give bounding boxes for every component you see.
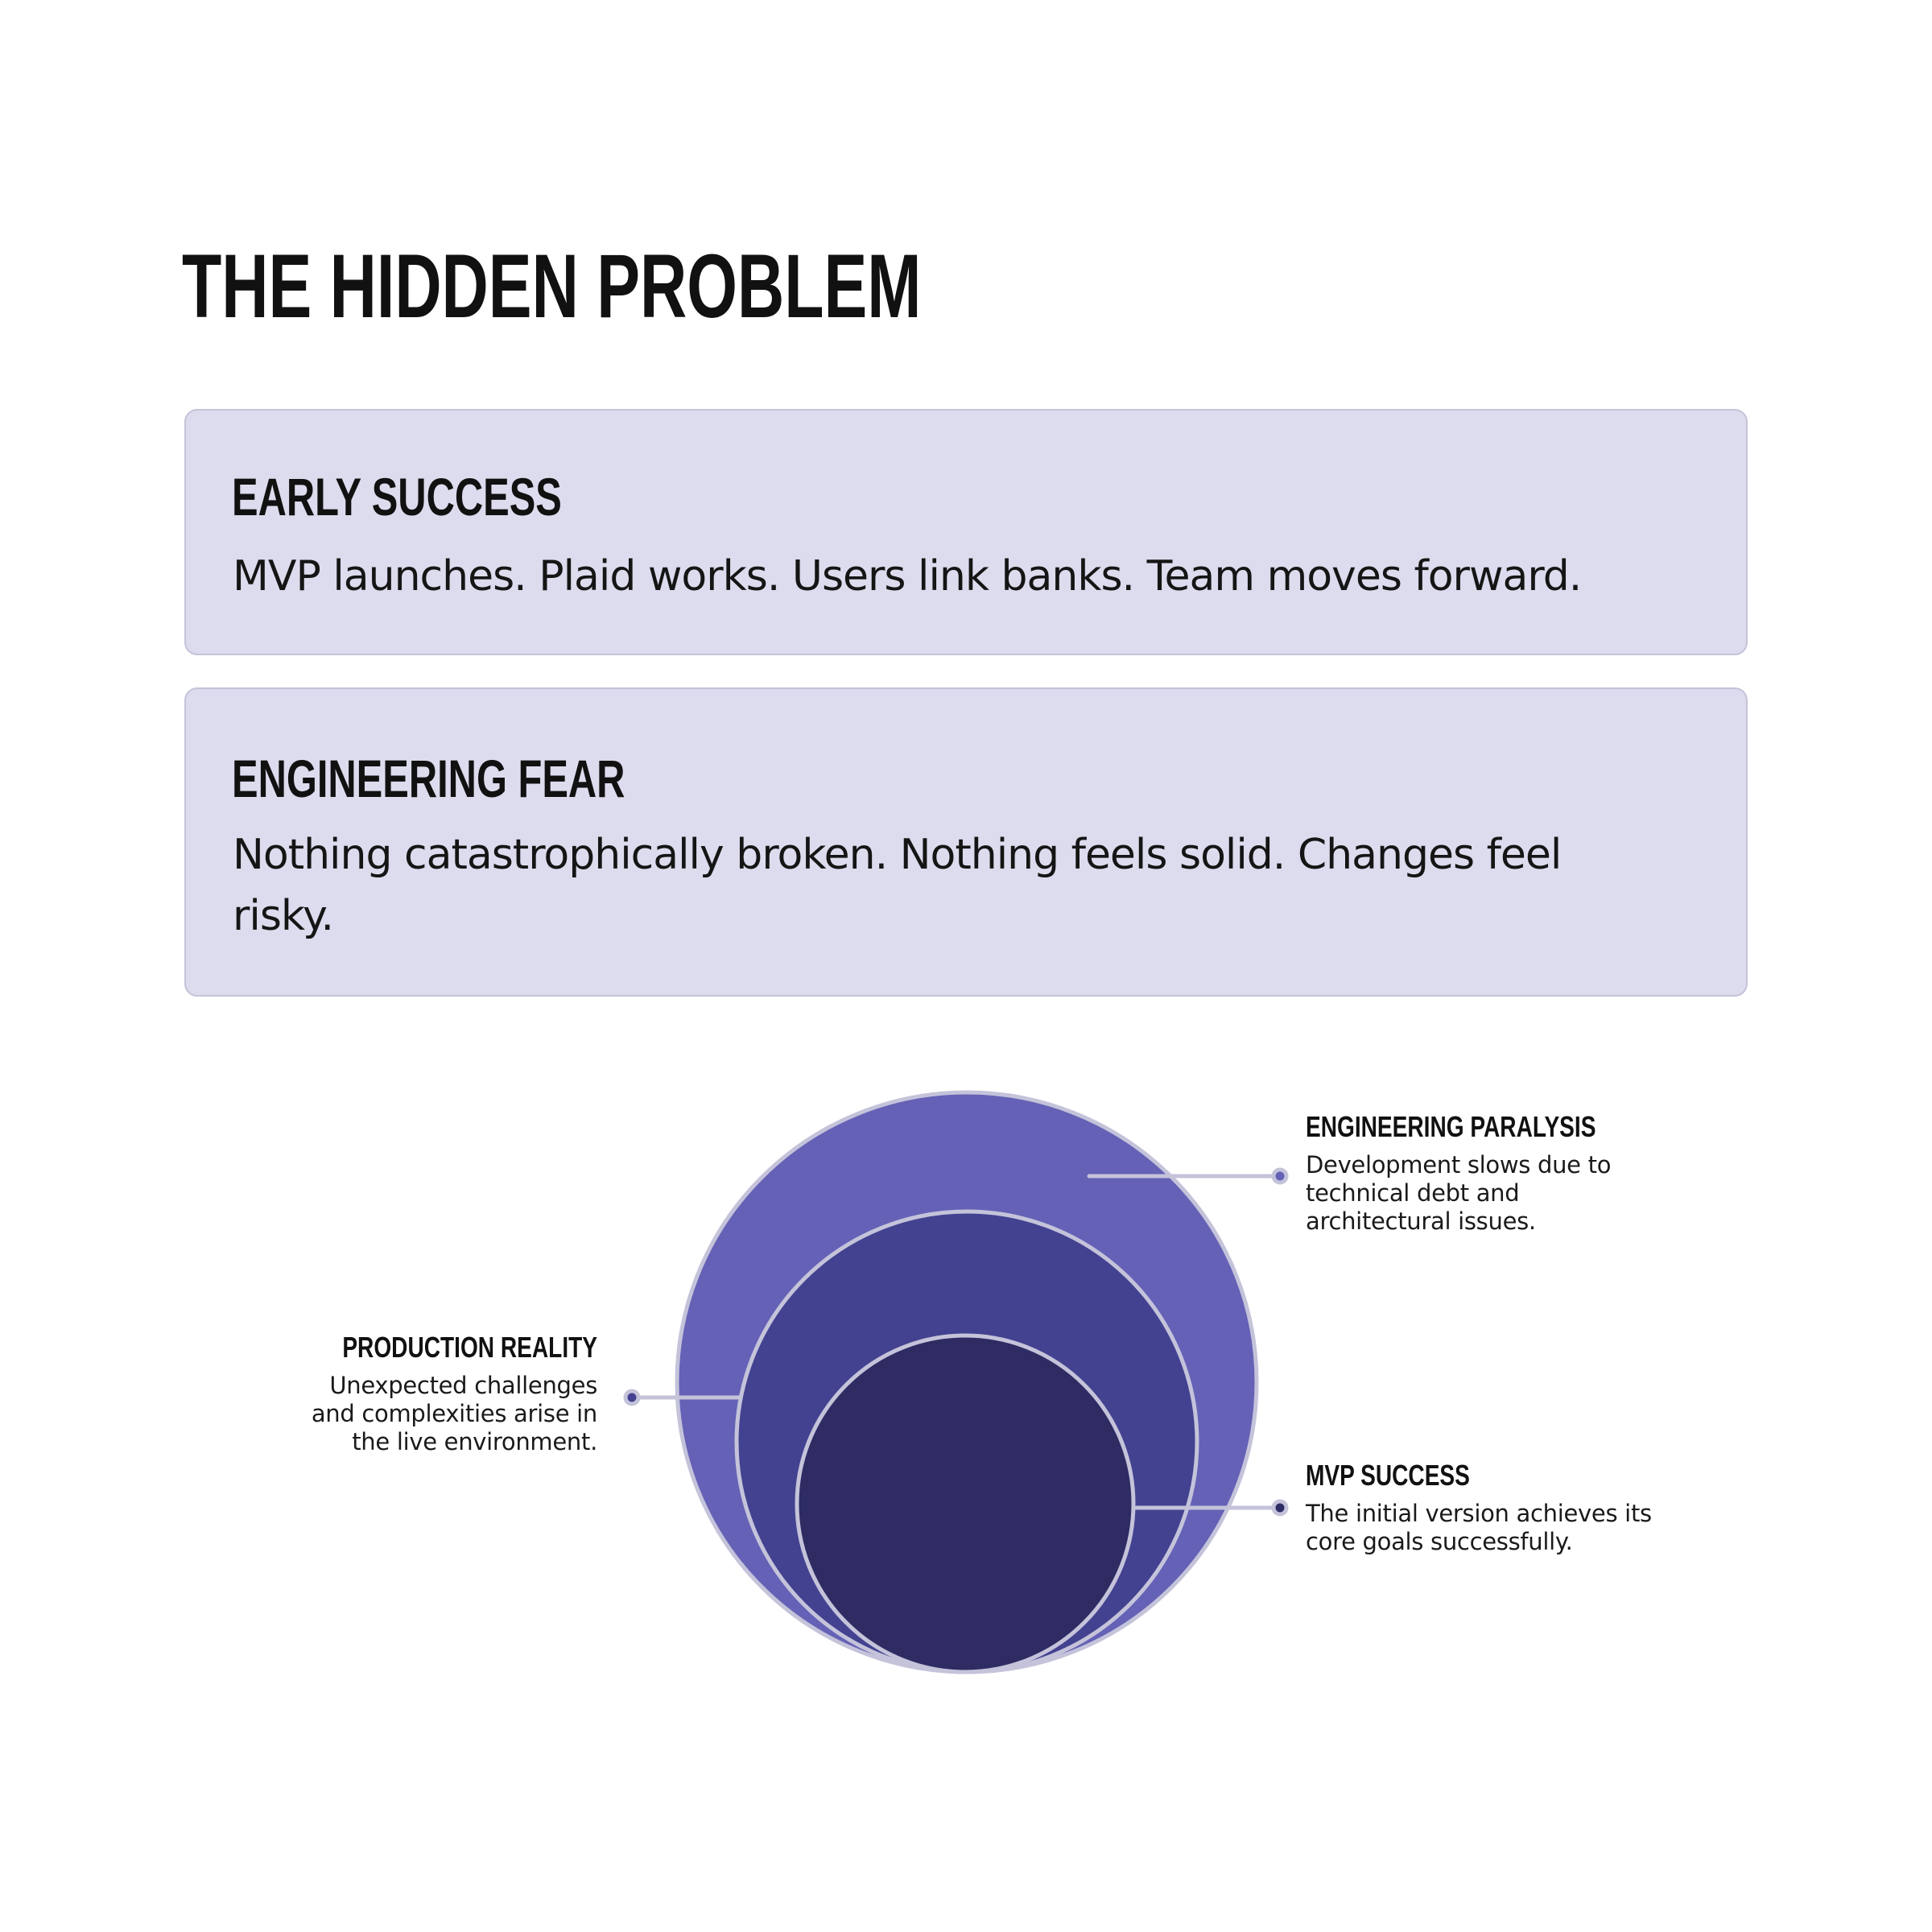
card-heading: EARLY SUCCESS — [232, 467, 562, 526]
label-mvp-success: MVP SUCCESS The initial version achieves… — [1306, 1461, 1692, 1556]
connector-dot-paralysis — [1271, 1167, 1289, 1185]
label-body: The initial version achieves its core go… — [1306, 1500, 1692, 1556]
label-body-line: core goals successfully. — [1306, 1528, 1573, 1555]
label-heading: ENGINEERING PARALYSIS — [1306, 1110, 1596, 1143]
page-title: THE HIDDEN PROBLEM — [182, 236, 922, 336]
label-body-line: and complexities arise in — [311, 1400, 597, 1427]
label-body-line: technical debt and — [1306, 1179, 1520, 1207]
inner-circle-mvp-success — [795, 1333, 1136, 1674]
card-body: MVP launches. Plaid works. Users link ba… — [233, 552, 1582, 601]
label-body-line: Unexpected challenges — [329, 1372, 597, 1399]
label-body-line: the live environment. — [352, 1428, 597, 1455]
label-body: Development slows due to technical debt … — [1306, 1151, 1676, 1236]
label-body-line: architectural issues. — [1306, 1208, 1536, 1235]
card-heading: ENGINEERING FEAR — [232, 749, 625, 808]
card-body: Nothing catastrophically broken. Nothing… — [233, 831, 1562, 940]
connector-dot-reality — [623, 1389, 641, 1406]
connector-dot-mvp — [1271, 1499, 1289, 1517]
card-early-success: EARLY SUCCESS MVP launches. Plaid works.… — [184, 409, 1748, 655]
card-engineering-fear: ENGINEERING FEAR Nothing catastrophicall… — [184, 687, 1748, 997]
label-body-line: The initial version achieves its — [1306, 1500, 1652, 1527]
label-heading: MVP SUCCESS — [1306, 1459, 1470, 1492]
label-engineering-paralysis: ENGINEERING PARALYSIS Development slows … — [1306, 1113, 1676, 1236]
label-body: Unexpected challenges and complexities a… — [259, 1372, 597, 1456]
label-body-line: Development slows due to — [1306, 1151, 1612, 1179]
label-heading: PRODUCTION REALITY — [342, 1331, 597, 1364]
label-production-reality: PRODUCTION REALITY Unexpected challenges… — [259, 1333, 597, 1456]
